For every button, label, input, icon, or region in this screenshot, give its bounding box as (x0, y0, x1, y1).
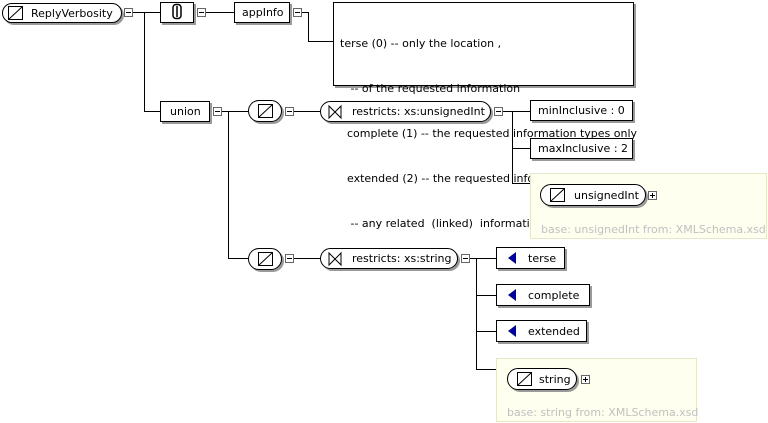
base-caption: base: unsignedInt from: XMLSchema.xsd (541, 223, 766, 236)
connector (502, 111, 530, 112)
collapse-toggle[interactable] (197, 8, 206, 17)
root-simple-type[interactable]: ReplyVerbosity (2, 3, 122, 23)
collapse-toggle[interactable] (494, 107, 503, 116)
connector (302, 12, 308, 13)
enumeration-icon (508, 289, 516, 301)
documentation-text: terse (0) -- only the location , -- of t… (333, 2, 637, 230)
connector (144, 12, 145, 112)
enum-label: extended (528, 325, 580, 338)
doc-line: complete (1) -- the requested informatio… (340, 127, 638, 140)
restriction-label: restricts: xs:unsignedInt (352, 105, 485, 118)
connector (144, 111, 160, 112)
root-label: ReplyVerbosity (31, 7, 113, 20)
connector (512, 183, 530, 184)
connector (476, 258, 477, 370)
simple-type-icon (550, 188, 565, 202)
annotation-icon (172, 3, 182, 20)
facet-max-inclusive[interactable]: maxInclusive : 2 (530, 138, 633, 159)
connector (228, 111, 229, 259)
member-simple-type[interactable] (248, 100, 282, 122)
simple-type-icon (258, 104, 273, 118)
facet-min-inclusive[interactable]: minInclusive : 0 (530, 100, 633, 121)
member-simple-type[interactable] (248, 248, 282, 270)
collapse-toggle[interactable] (213, 107, 222, 116)
connector (476, 295, 496, 296)
enum-label: complete (528, 289, 580, 302)
connector (470, 258, 496, 259)
base-type-label: unsignedInt (574, 189, 639, 202)
union-label: union (170, 105, 201, 118)
enum-extended[interactable]: extended (496, 320, 587, 342)
connector (512, 148, 530, 149)
connector (512, 111, 513, 184)
base-type-label: string (539, 373, 571, 386)
doc-line: -- of the requested information (340, 82, 521, 95)
collapse-toggle[interactable] (124, 8, 133, 17)
connector (206, 12, 234, 13)
collapse-toggle[interactable] (461, 254, 470, 263)
restriction-int-node[interactable]: restricts: xs:unsignedInt (320, 101, 491, 122)
connector (293, 111, 320, 112)
restriction-icon (328, 251, 342, 267)
restriction-string-node[interactable]: restricts: xs:string (320, 248, 458, 269)
appinfo-label: appInfo (242, 6, 284, 19)
expand-toggle[interactable] (581, 375, 590, 384)
appinfo-node[interactable]: appInfo (234, 2, 290, 23)
expand-toggle[interactable] (648, 191, 657, 200)
simple-type-icon (8, 6, 23, 20)
simple-type-icon (258, 252, 273, 266)
enumeration-icon (508, 325, 516, 337)
base-caption: base: string from: XMLSchema.xsd (507, 406, 699, 419)
enum-label: terse (528, 252, 557, 265)
connector (132, 12, 160, 13)
connector (228, 258, 248, 259)
annotation-node[interactable] (160, 2, 194, 23)
connector (476, 331, 496, 332)
restriction-label: restricts: xs:string (352, 252, 452, 265)
connector (308, 41, 333, 42)
base-simple-type[interactable]: unsignedInt (540, 184, 646, 206)
collapse-toggle[interactable] (285, 107, 294, 116)
connector (308, 12, 309, 42)
simple-type-icon (517, 372, 532, 386)
enum-complete[interactable]: complete (496, 284, 590, 306)
facet-label: minInclusive : 0 (538, 104, 625, 117)
restriction-icon (328, 104, 342, 120)
collapse-toggle[interactable] (293, 8, 302, 17)
enumeration-icon (508, 252, 516, 264)
union-node[interactable]: union (160, 101, 210, 122)
base-simple-type[interactable]: string (507, 368, 577, 390)
connector (293, 258, 320, 259)
connector (222, 111, 248, 112)
connector (476, 369, 496, 370)
doc-line: terse (0) -- only the location , (340, 37, 502, 50)
enum-terse[interactable]: terse (496, 247, 565, 269)
collapse-toggle[interactable] (285, 254, 294, 263)
facet-label: maxInclusive : 2 (538, 142, 629, 155)
